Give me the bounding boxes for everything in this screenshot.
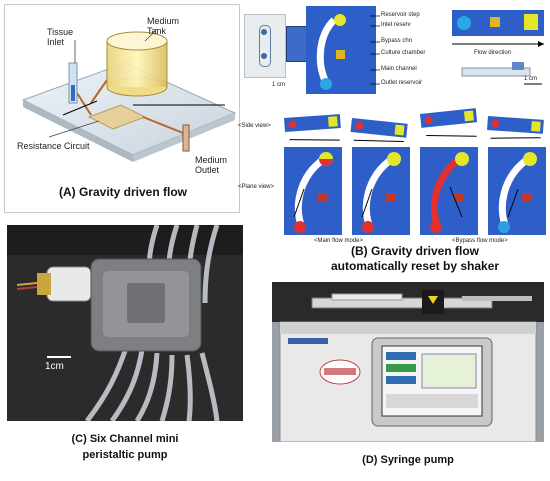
panel-c-caption-line1: (C) Six Channel mini	[71, 433, 179, 445]
inlet-reservoir-label: Inlet reserv	[381, 22, 411, 28]
reservoir-step-label: Reservoir step	[381, 12, 420, 18]
panel-c-caption-line2: peristaltic pump	[82, 449, 168, 461]
chip-photo	[244, 14, 286, 78]
tissue-inlet-label: Tissue Inlet	[47, 27, 74, 47]
panel-b-caption-line1: (B) Gravity driven flow	[350, 244, 480, 258]
tissue-inlet-tube	[68, 62, 78, 104]
flow-direction-label: Flow direction	[474, 50, 512, 56]
panel-b-caption-line2: automatically reset by shaker	[330, 259, 500, 273]
side-view-chip-top	[452, 10, 544, 47]
medium-outlet-label: Medium Outlet	[195, 155, 228, 175]
plane-view-label: <Plane view>	[238, 184, 275, 190]
plane-view-1	[284, 147, 342, 235]
panel-d: (D) Syringe pump	[272, 282, 544, 477]
plane-view-4	[488, 147, 546, 235]
medium-outlet-tube	[182, 124, 190, 152]
plane-view-2	[352, 147, 410, 235]
bypass-channel-label: Bypass chn	[381, 38, 413, 44]
pump-motor	[46, 266, 92, 302]
culture-chamber-label: Culture chamber	[381, 50, 426, 56]
bypass-flow-mode-label: <Bypass flow mode>	[452, 238, 508, 244]
scale-bar-c-label: 1cm	[45, 361, 64, 372]
peristaltic-pump-photo	[7, 225, 243, 421]
chip-photo-side	[461, 62, 542, 85]
outlet-reservoir-label: Outlet reservoir	[381, 80, 423, 86]
main-flow-mode-label: <Main flow mode>	[314, 238, 364, 244]
side-view-label: <Side view>	[238, 123, 271, 129]
panel-d-caption: (D) Syringe pump	[362, 454, 454, 466]
main-channel-label: Main channel	[381, 66, 417, 72]
panel-a: Tissue Inlet Medium Tank Resistance Circ…	[4, 4, 240, 213]
scale-bar-1-label: 1 cm	[272, 82, 286, 88]
resistance-circuit-label: Resistance Circuit	[17, 141, 90, 151]
plane-view-3	[420, 147, 478, 235]
side-view-row	[284, 108, 544, 143]
plane-view-row	[284, 147, 546, 235]
panel-b: 1 cm Reservoir step Inlet reserv Bypass …	[238, 4, 546, 273]
chip-schematic	[306, 6, 376, 94]
syringe-pump-photo	[272, 282, 544, 442]
panel-a-caption: (A) Gravity driven flow	[58, 185, 188, 199]
scale-bar-2-label: 1 cm	[524, 76, 538, 82]
panel-c: 1cm (C) Six Channel mini peristaltic pum…	[7, 225, 243, 477]
medium-tank-label: Medium Tank	[147, 16, 180, 36]
gravity-flow-device-illustration	[21, 28, 237, 162]
